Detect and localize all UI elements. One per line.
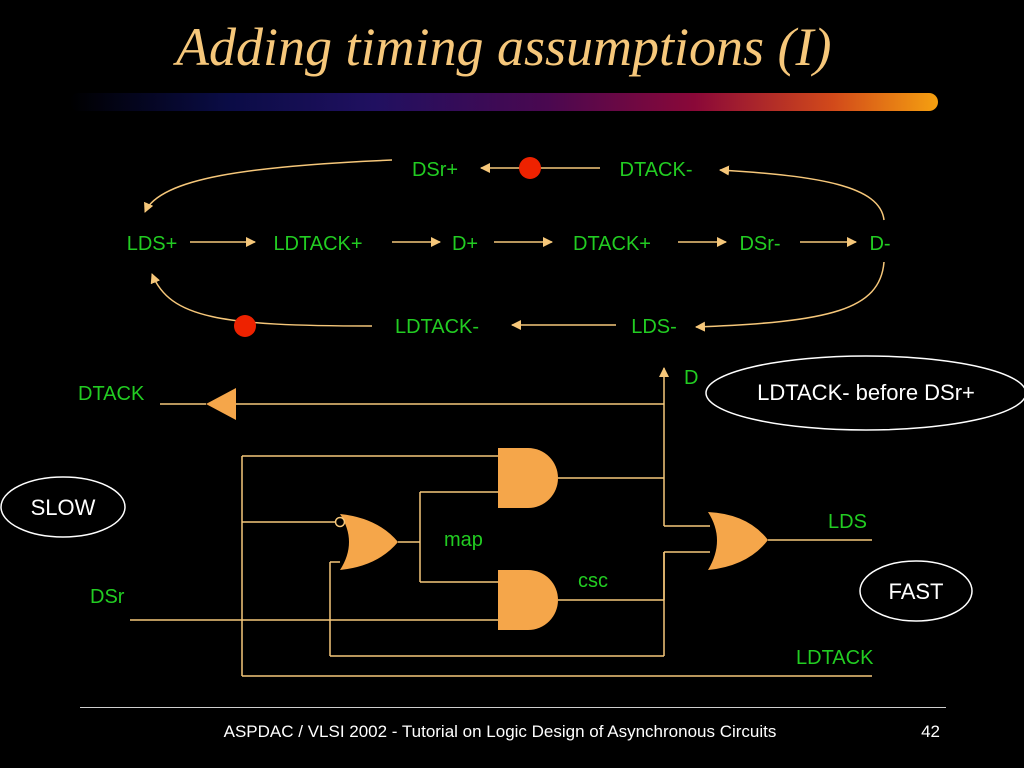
signal-label-ldtack: LDTACK	[796, 647, 874, 669]
signal-label-d: D	[684, 367, 698, 389]
slow-ellipse	[0, 476, 126, 538]
stg-event: LDS-	[631, 316, 677, 338]
nor-gate	[340, 514, 398, 570]
buffer-gate	[206, 388, 236, 420]
gate-label-map: map	[444, 529, 483, 551]
gate-label-csc: csc	[578, 570, 608, 592]
signal-label-dtack: DTACK	[78, 383, 145, 405]
assumption-ellipse	[705, 355, 1024, 431]
footer-text: ASPDAC / VLSI 2002 - Tutorial on Logic D…	[223, 722, 777, 741]
footer-divider	[80, 707, 946, 708]
or-gate	[708, 512, 768, 570]
stg-event: D-	[869, 233, 890, 255]
circuit	[130, 367, 872, 677]
stg-arc	[150, 273, 373, 327]
stg-event: DSr-	[739, 233, 780, 255]
assumption-label: LDTACK- before DSr+	[757, 380, 975, 405]
stg-event: LDTACK-	[395, 316, 479, 338]
stg-arc	[719, 165, 885, 221]
title-gradient-bar	[70, 93, 938, 111]
fast-ellipse	[859, 560, 973, 622]
signal-label-lds: LDS	[828, 511, 867, 533]
stg-arc	[695, 261, 885, 332]
token-icon	[234, 315, 256, 337]
signal-label-dsr: DSr	[90, 586, 125, 608]
fast-label: FAST	[888, 579, 943, 604]
slow-label: SLOW	[31, 495, 96, 520]
stg-event: DSr+	[412, 159, 458, 181]
inverter-bubble-icon	[334, 516, 346, 528]
stg-event: DTACK+	[573, 233, 651, 255]
stg-event: LDS+	[127, 233, 178, 255]
token-icon	[519, 157, 541, 179]
stg-event: DTACK-	[620, 159, 693, 181]
and-gate-map	[498, 448, 558, 508]
stg-event: D+	[452, 233, 478, 255]
page-number: 42	[921, 722, 940, 741]
stg-graph: LDS+ LDTACK+ D+ DTACK+ DSr- D- DSr+ DTAC…	[127, 157, 891, 338]
diagram: LDS+ LDTACK+ D+ DTACK+ DSr- D- DSr+ DTAC…	[0, 157, 1024, 677]
stg-arc	[144, 159, 393, 213]
and-gate-csc	[498, 570, 558, 630]
stg-event: LDTACK+	[273, 233, 362, 255]
slide-title: Adding timing assumptions (I)	[176, 17, 832, 77]
